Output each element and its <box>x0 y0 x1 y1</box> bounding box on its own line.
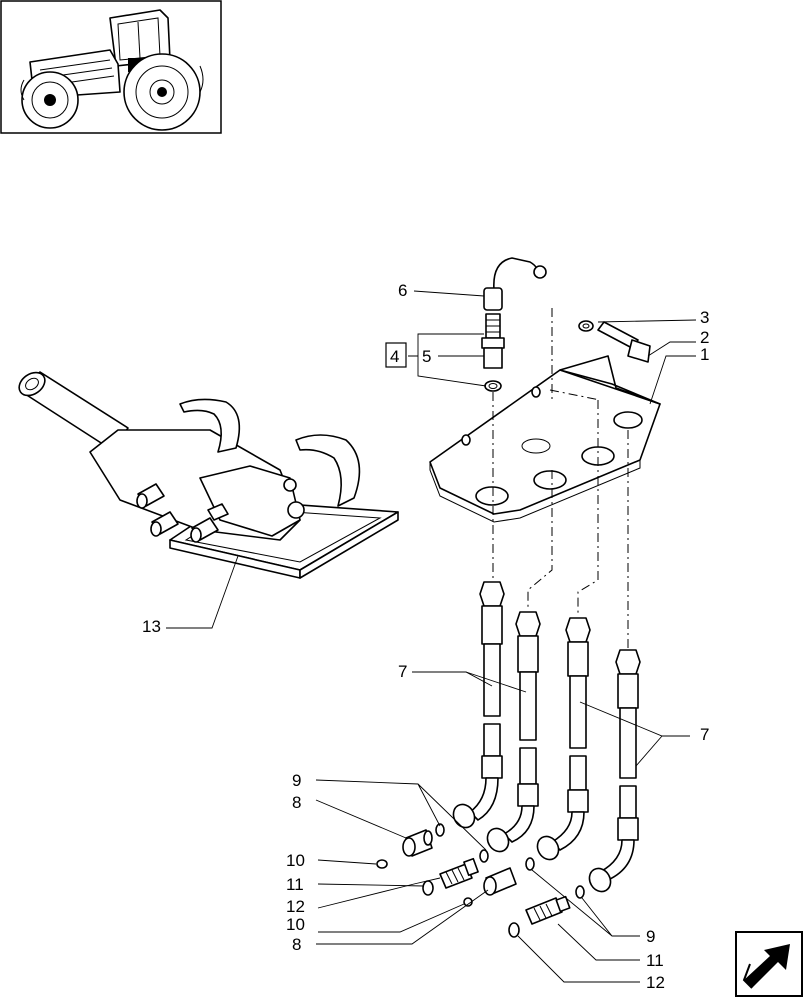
callout-6: 6 <box>398 281 407 300</box>
callout-11-upper: 11 <box>286 875 304 894</box>
hitch-assembly <box>18 371 399 579</box>
callout-10-lower: 10 <box>286 915 305 934</box>
next-page-arrow-icon[interactable] <box>735 931 803 997</box>
callout-8-lower: 8 <box>292 935 301 954</box>
fittings <box>376 823 585 938</box>
callout-13: 13 <box>142 617 161 636</box>
callout-10-upper: 10 <box>286 851 305 870</box>
callout-8-upper: 8 <box>292 793 301 812</box>
callout-7-upper: 7 <box>398 662 407 681</box>
manifold-bracket <box>429 320 661 523</box>
callout-5: 5 <box>422 347 431 366</box>
callout-9-upper: 9 <box>292 771 301 790</box>
callout-2: 2 <box>700 328 709 347</box>
quick-coupling-stack <box>481 257 547 392</box>
leader-lines <box>166 290 697 983</box>
callout-1: 1 <box>700 345 709 364</box>
callout-7-lower: 7 <box>700 725 709 744</box>
callout-12-lower: 12 <box>646 973 665 992</box>
callout-4: 4 <box>390 347 399 366</box>
callout-3: 3 <box>700 308 709 327</box>
callout-labels: 1 2 3 4 5 6 7 7 8 8 9 9 10 10 11 11 12 1… <box>142 281 709 992</box>
callout-box-4 <box>385 342 407 368</box>
callout-11-lower: 11 <box>646 951 664 970</box>
callout-12-upper: 12 <box>286 897 305 916</box>
hydraulic-hoses <box>452 581 641 893</box>
callout-9-lower: 9 <box>646 927 655 946</box>
tractor-thumbnail-icon <box>0 0 222 134</box>
center-lines <box>492 308 629 648</box>
